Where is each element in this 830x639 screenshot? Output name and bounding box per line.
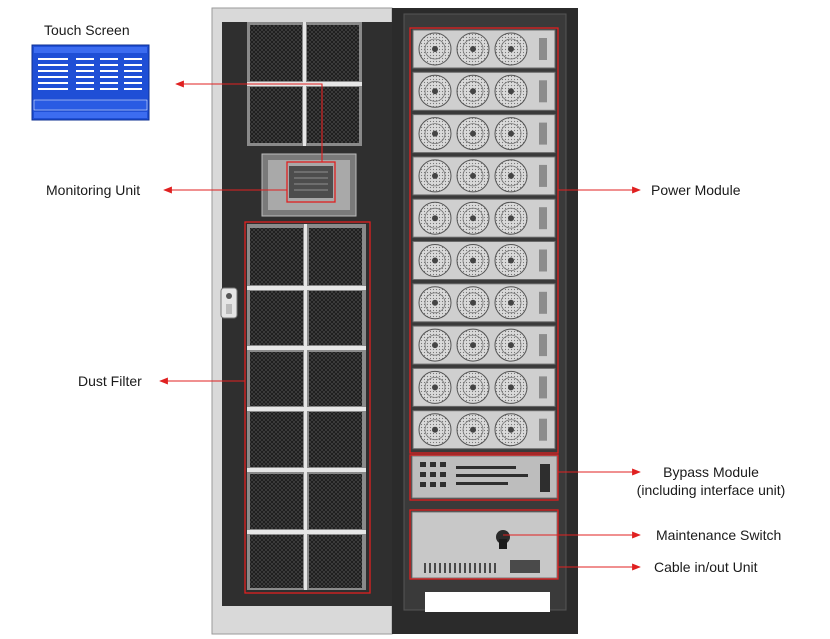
callout-arrows	[159, 80, 641, 571]
touch-screen-arrow	[175, 80, 323, 162]
power-module	[412, 283, 556, 323]
fan-icon	[456, 32, 490, 66]
fan-icon	[418, 117, 452, 151]
fan-icon	[494, 159, 528, 193]
power-module	[412, 156, 556, 196]
fan-icon	[494, 370, 528, 404]
power-module-highlight	[409, 27, 559, 454]
cable-unit-highlight	[409, 509, 559, 580]
power-module	[412, 410, 556, 450]
power-module	[412, 241, 556, 280]
fan-icon	[494, 244, 528, 277]
touch-screen-label: Touch Screen	[44, 22, 130, 38]
bypass-module-sublabel: (including interface unit)	[636, 482, 786, 498]
cable-unit-panel	[411, 511, 558, 579]
bypass-module-label: Bypass Module	[663, 464, 759, 480]
fan-icon	[418, 74, 452, 108]
fan-icon	[456, 117, 490, 151]
fan-icon	[494, 328, 528, 362]
door-filters	[247, 22, 366, 590]
power-module	[412, 114, 556, 154]
fan-icon	[456, 413, 490, 447]
maintenance-switch-label: Maintenance Switch	[656, 527, 782, 543]
fan-icon	[418, 328, 452, 362]
fan-icon	[418, 32, 452, 66]
fan-icon	[494, 286, 528, 320]
power-module-label: Power Module	[651, 182, 741, 198]
monitoring-unit	[261, 153, 357, 217]
touch-screen-thumbnail	[31, 44, 150, 121]
maintenance-switch-knob-icon	[496, 530, 510, 549]
power-module	[412, 71, 556, 111]
fan-icon	[494, 74, 528, 108]
fan-icon	[418, 159, 452, 193]
fan-icon	[456, 159, 490, 193]
bypass-module	[411, 455, 558, 499]
power-module	[412, 29, 556, 69]
highlight-boxes	[244, 27, 559, 594]
dust-filter-label: Dust Filter	[78, 373, 142, 389]
fan-icon	[456, 370, 490, 404]
fan-icon	[494, 117, 528, 151]
door-handle-icon	[220, 287, 238, 319]
cable-unit-label: Cable in/out Unit	[654, 559, 758, 575]
bypass-module-highlight	[409, 454, 559, 501]
fan-icon	[418, 201, 452, 235]
fan-icon	[494, 32, 528, 66]
fan-icon	[456, 328, 490, 362]
fan-icon	[494, 201, 528, 235]
power-module	[412, 198, 556, 238]
fan-icon	[456, 74, 490, 108]
power-module	[412, 367, 556, 407]
monitoring-unit-highlight	[286, 161, 336, 203]
power-module-rack	[412, 29, 556, 450]
dust-filter-highlight	[244, 221, 371, 594]
fan-icon	[456, 244, 490, 277]
monitoring-unit-label: Monitoring Unit	[46, 182, 141, 198]
fan-icon	[418, 244, 452, 277]
fan-icon	[494, 413, 528, 447]
fan-icon	[456, 286, 490, 320]
fan-icon	[456, 201, 490, 235]
power-module	[412, 325, 556, 365]
fan-icon	[418, 413, 452, 447]
fan-icon	[418, 370, 452, 404]
fan-icon	[418, 286, 452, 320]
